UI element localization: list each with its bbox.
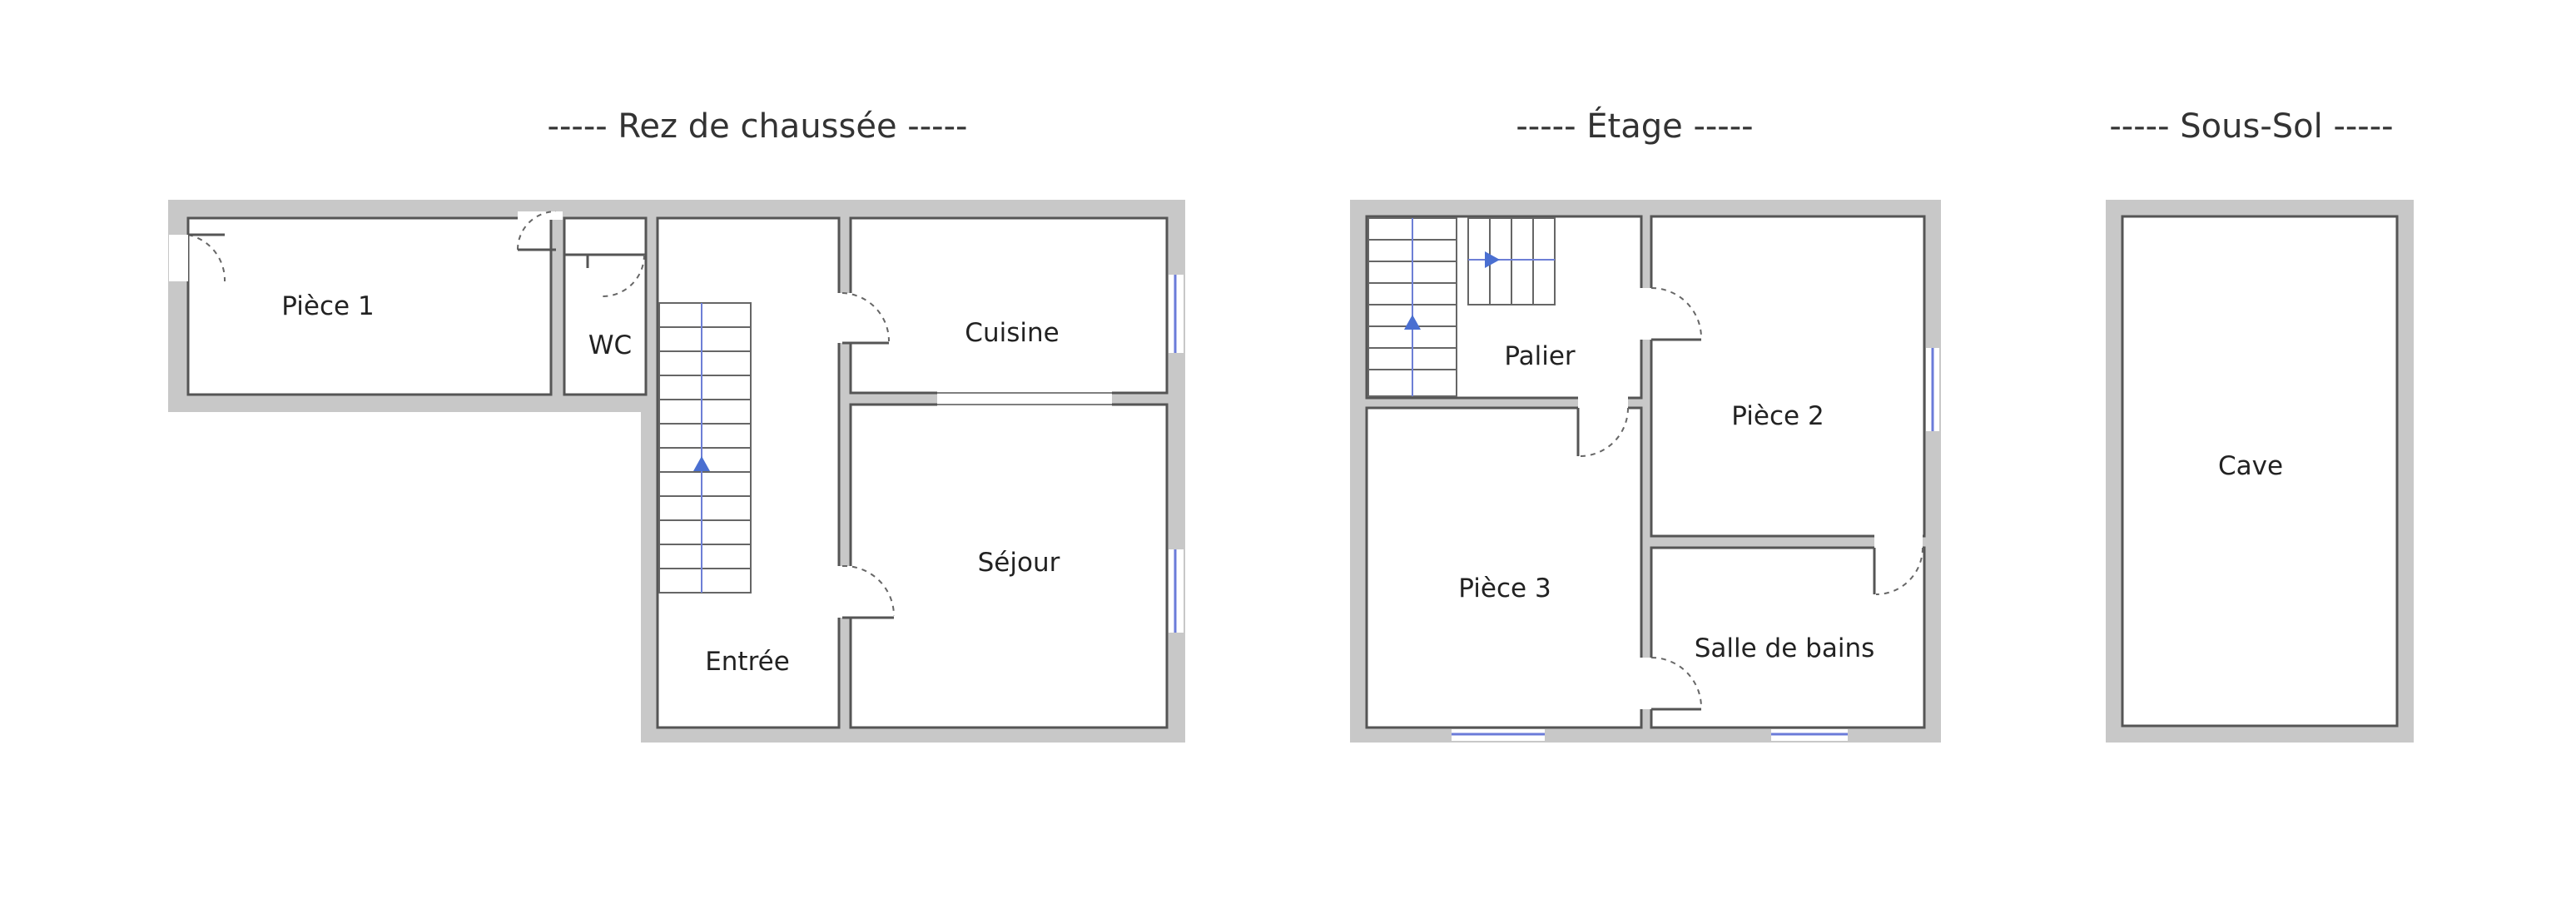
room-piece-2 <box>1650 215 1926 538</box>
label-sejour: Séjour <box>978 548 1060 578</box>
ground-floor-plan: Pièce 1 WC Cuisine Séjour Entrée <box>168 200 1185 743</box>
stairs-ground <box>658 302 752 594</box>
windows-ground <box>1169 275 1184 633</box>
upper-floor-plan: Palier Pièce 2 Pièce 3 Salle de bains <box>1350 200 1941 743</box>
title-sous-sol: ----- Sous-Sol ----- <box>2109 107 2393 146</box>
door-opening-salle-de-bains <box>1874 534 1923 549</box>
wc-hall-gap <box>563 216 648 256</box>
windows-upper <box>1452 348 1939 741</box>
door-opening-piece-2 <box>1640 288 1653 340</box>
doors-ground <box>169 211 895 619</box>
door-swing-arc-icon <box>841 564 895 617</box>
label-piece-3: Pièce 3 <box>1458 574 1551 603</box>
title-rez-de-chaussee: ----- Rez de chaussée ----- <box>548 107 968 146</box>
stair-up-arrow-icon <box>1404 315 1421 330</box>
room-piece-3 <box>1365 406 1643 729</box>
basement-plan: Cave <box>2106 200 2414 743</box>
stair-right-arrow-icon <box>1485 251 1500 268</box>
label-cuisine: Cuisine <box>965 318 1059 348</box>
opening-cuisine-sejour <box>937 391 1112 406</box>
label-cave: Cave <box>2218 451 2283 481</box>
door-opening-sejour <box>837 566 852 618</box>
label-salle-de-bains: Salle de bains <box>1695 633 1875 663</box>
room-cuisine <box>849 216 1169 395</box>
room-wc <box>563 253 648 396</box>
label-wc: WC <box>588 330 632 360</box>
door-opening-piece-3 <box>1578 396 1628 410</box>
door-opening-cuisine <box>837 293 852 343</box>
label-entree: Entrée <box>705 647 790 677</box>
door-swing-arc-icon <box>1875 547 1923 595</box>
door-swing-arc-icon <box>187 234 226 282</box>
label-piece-1: Pièce 1 <box>281 291 374 321</box>
doors-upper <box>1576 287 1923 711</box>
stairs-upper <box>1367 217 1556 397</box>
room-piece-1 <box>186 216 553 396</box>
door-opening-piece-1 <box>169 235 188 281</box>
label-piece-2: Pièce 2 <box>1731 401 1824 431</box>
room-salle-de-bains <box>1650 546 1926 729</box>
room-cave <box>2121 215 2399 728</box>
title-etage: ----- Étage ----- <box>1516 106 1753 146</box>
door-opening-sdb-side <box>1640 658 1653 709</box>
door-swing-arc-icon <box>517 211 557 251</box>
door-swing-arc-icon <box>602 254 645 297</box>
stair-up-arrow-icon <box>693 456 710 471</box>
label-palier: Palier <box>1504 341 1576 371</box>
